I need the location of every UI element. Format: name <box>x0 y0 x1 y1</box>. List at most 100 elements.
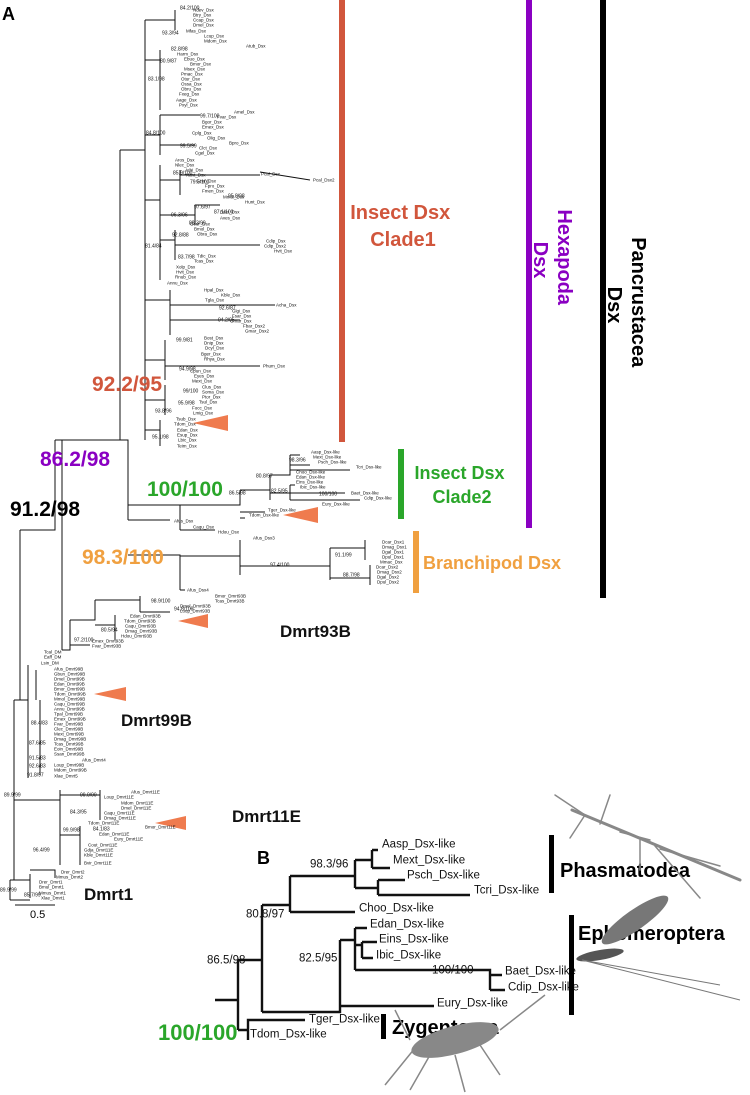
leaf-label: Afus_Dmrt4 <box>82 758 106 763</box>
support-label: 83.7/98 <box>178 255 195 261</box>
leaf-label: Fvar_Dmrt93B <box>92 644 121 649</box>
support-label: 91.1/99 <box>335 553 352 559</box>
group-dmrt11e: Dmrt11E <box>232 807 301 826</box>
group-dmrt93b: Dmrt93B <box>280 622 351 641</box>
leaf-label: Lsin_DM <box>41 661 59 666</box>
leaf-label: Btry_Dsx <box>193 13 212 18</box>
leaf-label: Kble_Dmrt11E <box>84 853 113 858</box>
leaf-label: Choo_Dsx-like <box>359 903 434 915</box>
leaf-label: Edan_Dsx-like <box>296 475 326 480</box>
leaf-label: Ibic_Dsx-like <box>376 950 441 962</box>
mayfly-silhouette <box>576 895 741 1001</box>
leaf-label: Tcri_Dsx-like <box>474 885 539 897</box>
leaf-label: Bmor_Dmrt11E <box>145 825 176 830</box>
tree-a-support-labels: 84.2/10093.3/9482.8/9880.9/8783.1/9899.7… <box>0 6 360 899</box>
leaf-label: Olig_Dsx <box>207 136 226 141</box>
leaf-label: Rnub_Dsx <box>175 275 197 280</box>
leaf-label: Lcup_Dsx <box>204 34 225 39</box>
order-phasmatodea: Phasmatodea <box>560 860 691 882</box>
support-label: 93.3/94 <box>162 31 179 37</box>
leaf-label: Afus_Dsx3 <box>253 536 275 541</box>
leaf-label: Fvar_Dsx <box>217 115 237 120</box>
leaf-label: Baet_Dsx-like <box>505 966 576 978</box>
leaf-label: Cgel_Dsx <box>195 151 215 156</box>
order-ephemeroptera: Ephemeroptera <box>578 923 726 945</box>
leaf-label: Mfas_Dsx <box>186 29 207 34</box>
leaf-label: Dmag_Dsx2 <box>377 570 402 575</box>
leaf-label: Tpal_Dmrt99B <box>54 712 83 717</box>
support-label: 93.8/96 <box>155 409 172 415</box>
tree-a-branches <box>9 10 371 906</box>
leaf-label: Clct_Dsx <box>199 146 218 151</box>
support-label: 94.2/95 <box>218 318 235 324</box>
support-label: 86.5/98 <box>229 491 246 497</box>
label-pancrustacea: Pancrustacea Dsx <box>603 237 649 368</box>
leaf-label: Tcas_Dmrt99B <box>54 742 84 747</box>
leaf-label: Psch_Dsx-like <box>407 870 480 882</box>
leaf-label: Edan_Dmrt99B <box>54 682 85 687</box>
leaf-label: Soma_Dsx <box>202 390 225 395</box>
leaf-label: Dmel_Dmrt99B <box>54 677 85 682</box>
leaf-label: Hunt_Dsx <box>245 200 266 205</box>
support-label: 85.9/100 <box>173 171 193 177</box>
leaf-label: Dgal_Dsx2 <box>377 575 400 580</box>
leaf-label: Nlec_Dsx <box>175 163 195 168</box>
leaf-label: Dmel_Dsx <box>193 23 215 28</box>
leaf-label: Ichi_Dsx <box>186 168 204 173</box>
label-clade2: Insect Dsx Clade2 <box>414 463 509 507</box>
bar-clade1 <box>339 0 345 442</box>
support-label: 80.8/97 <box>246 909 284 921</box>
leaf-label: Tdom_Dmrt99B <box>54 692 86 697</box>
label-hexapoda: Hexapoda Dsx <box>529 209 575 305</box>
arrow-clade1 <box>193 415 228 431</box>
leaf-label: Tdom_Dsx-like <box>250 1029 327 1041</box>
leaf-label: Clec_Dmrt99B <box>54 727 83 732</box>
leaf-label: Gmar_Dsx <box>230 319 252 324</box>
leaf-label: Pxyl_Dsx <box>179 103 199 108</box>
support-pancrustacea: 91.2/98 <box>10 498 80 521</box>
support-label: 98.3/96 <box>310 859 348 871</box>
group-dmrt99b: Dmrt99B <box>121 711 192 730</box>
leaf-label: Rhya_Dsx <box>204 357 226 362</box>
support-label: 94.9/98 <box>179 367 196 373</box>
leaf-label: Cdip_Dsx2 <box>264 244 287 249</box>
support-clade2: 100/100 <box>147 478 223 501</box>
leaf-label: Gmar_Dsx2 <box>245 329 270 334</box>
leaf-label: Afus_Dmrt99B <box>54 667 83 672</box>
leaf-label: Mmac_Dsx <box>380 560 403 565</box>
bar-phasmatodea <box>549 835 554 893</box>
leaf-label: Xlae_Dmrt5 <box>54 774 78 779</box>
support-label: 98.3/96 <box>289 458 306 464</box>
leaf-label: Dmag_Dmrt11E <box>104 816 136 821</box>
leaf-label: Tsub_Dsx <box>176 417 197 422</box>
leaf-label: Drer_Dmrt1 <box>39 880 63 885</box>
leaf-label: Eins_Dsx-like <box>379 934 449 946</box>
leaf-label: Hdou_Dmrt93B <box>121 634 152 639</box>
leaf-label: Mmus_Dmrt2 <box>56 875 83 880</box>
support-label: 99.9/98 <box>63 828 80 834</box>
scale-bar-label: 0.5 <box>30 909 45 921</box>
support-label: 96.4/99 <box>33 848 50 854</box>
leaf-label: Ibic_Dsx-like <box>300 485 326 490</box>
leaf-label: Pcal_Dsx <box>261 172 281 177</box>
leaf-label: Gdja_Dmrt11E <box>84 848 113 853</box>
leaf-label: Choo_Dsx-like <box>296 470 326 475</box>
bar-hexapoda <box>526 0 532 528</box>
leaf-label: Bmor_Dmrt99B <box>54 687 85 692</box>
leaf-label: Dmel_Dmrt93B <box>180 604 211 609</box>
label-branchipod: Branchipod Dsx <box>423 553 561 573</box>
arrow-dmrt11e <box>155 816 186 830</box>
support-branchipod: 98.3/100 <box>82 546 164 569</box>
leaf-label: Acha_Dsx <box>276 303 297 308</box>
support-label: 83.1/98 <box>148 77 165 83</box>
leaf-label: Ssan_Dmrt99B <box>54 752 85 757</box>
support-label: 80.9/87 <box>160 59 177 65</box>
support-label: 85.7/99 <box>24 893 41 899</box>
leaf-label: Drer_Dmrt2 <box>61 870 85 875</box>
arrow-clade2 <box>283 507 318 523</box>
arrow-dmrt93b <box>178 614 208 628</box>
leaf-label: Atub_Dsx <box>246 44 266 49</box>
support-label: 92.6/83 <box>29 764 46 770</box>
leaf-label: Aves_Dsx <box>220 216 241 221</box>
